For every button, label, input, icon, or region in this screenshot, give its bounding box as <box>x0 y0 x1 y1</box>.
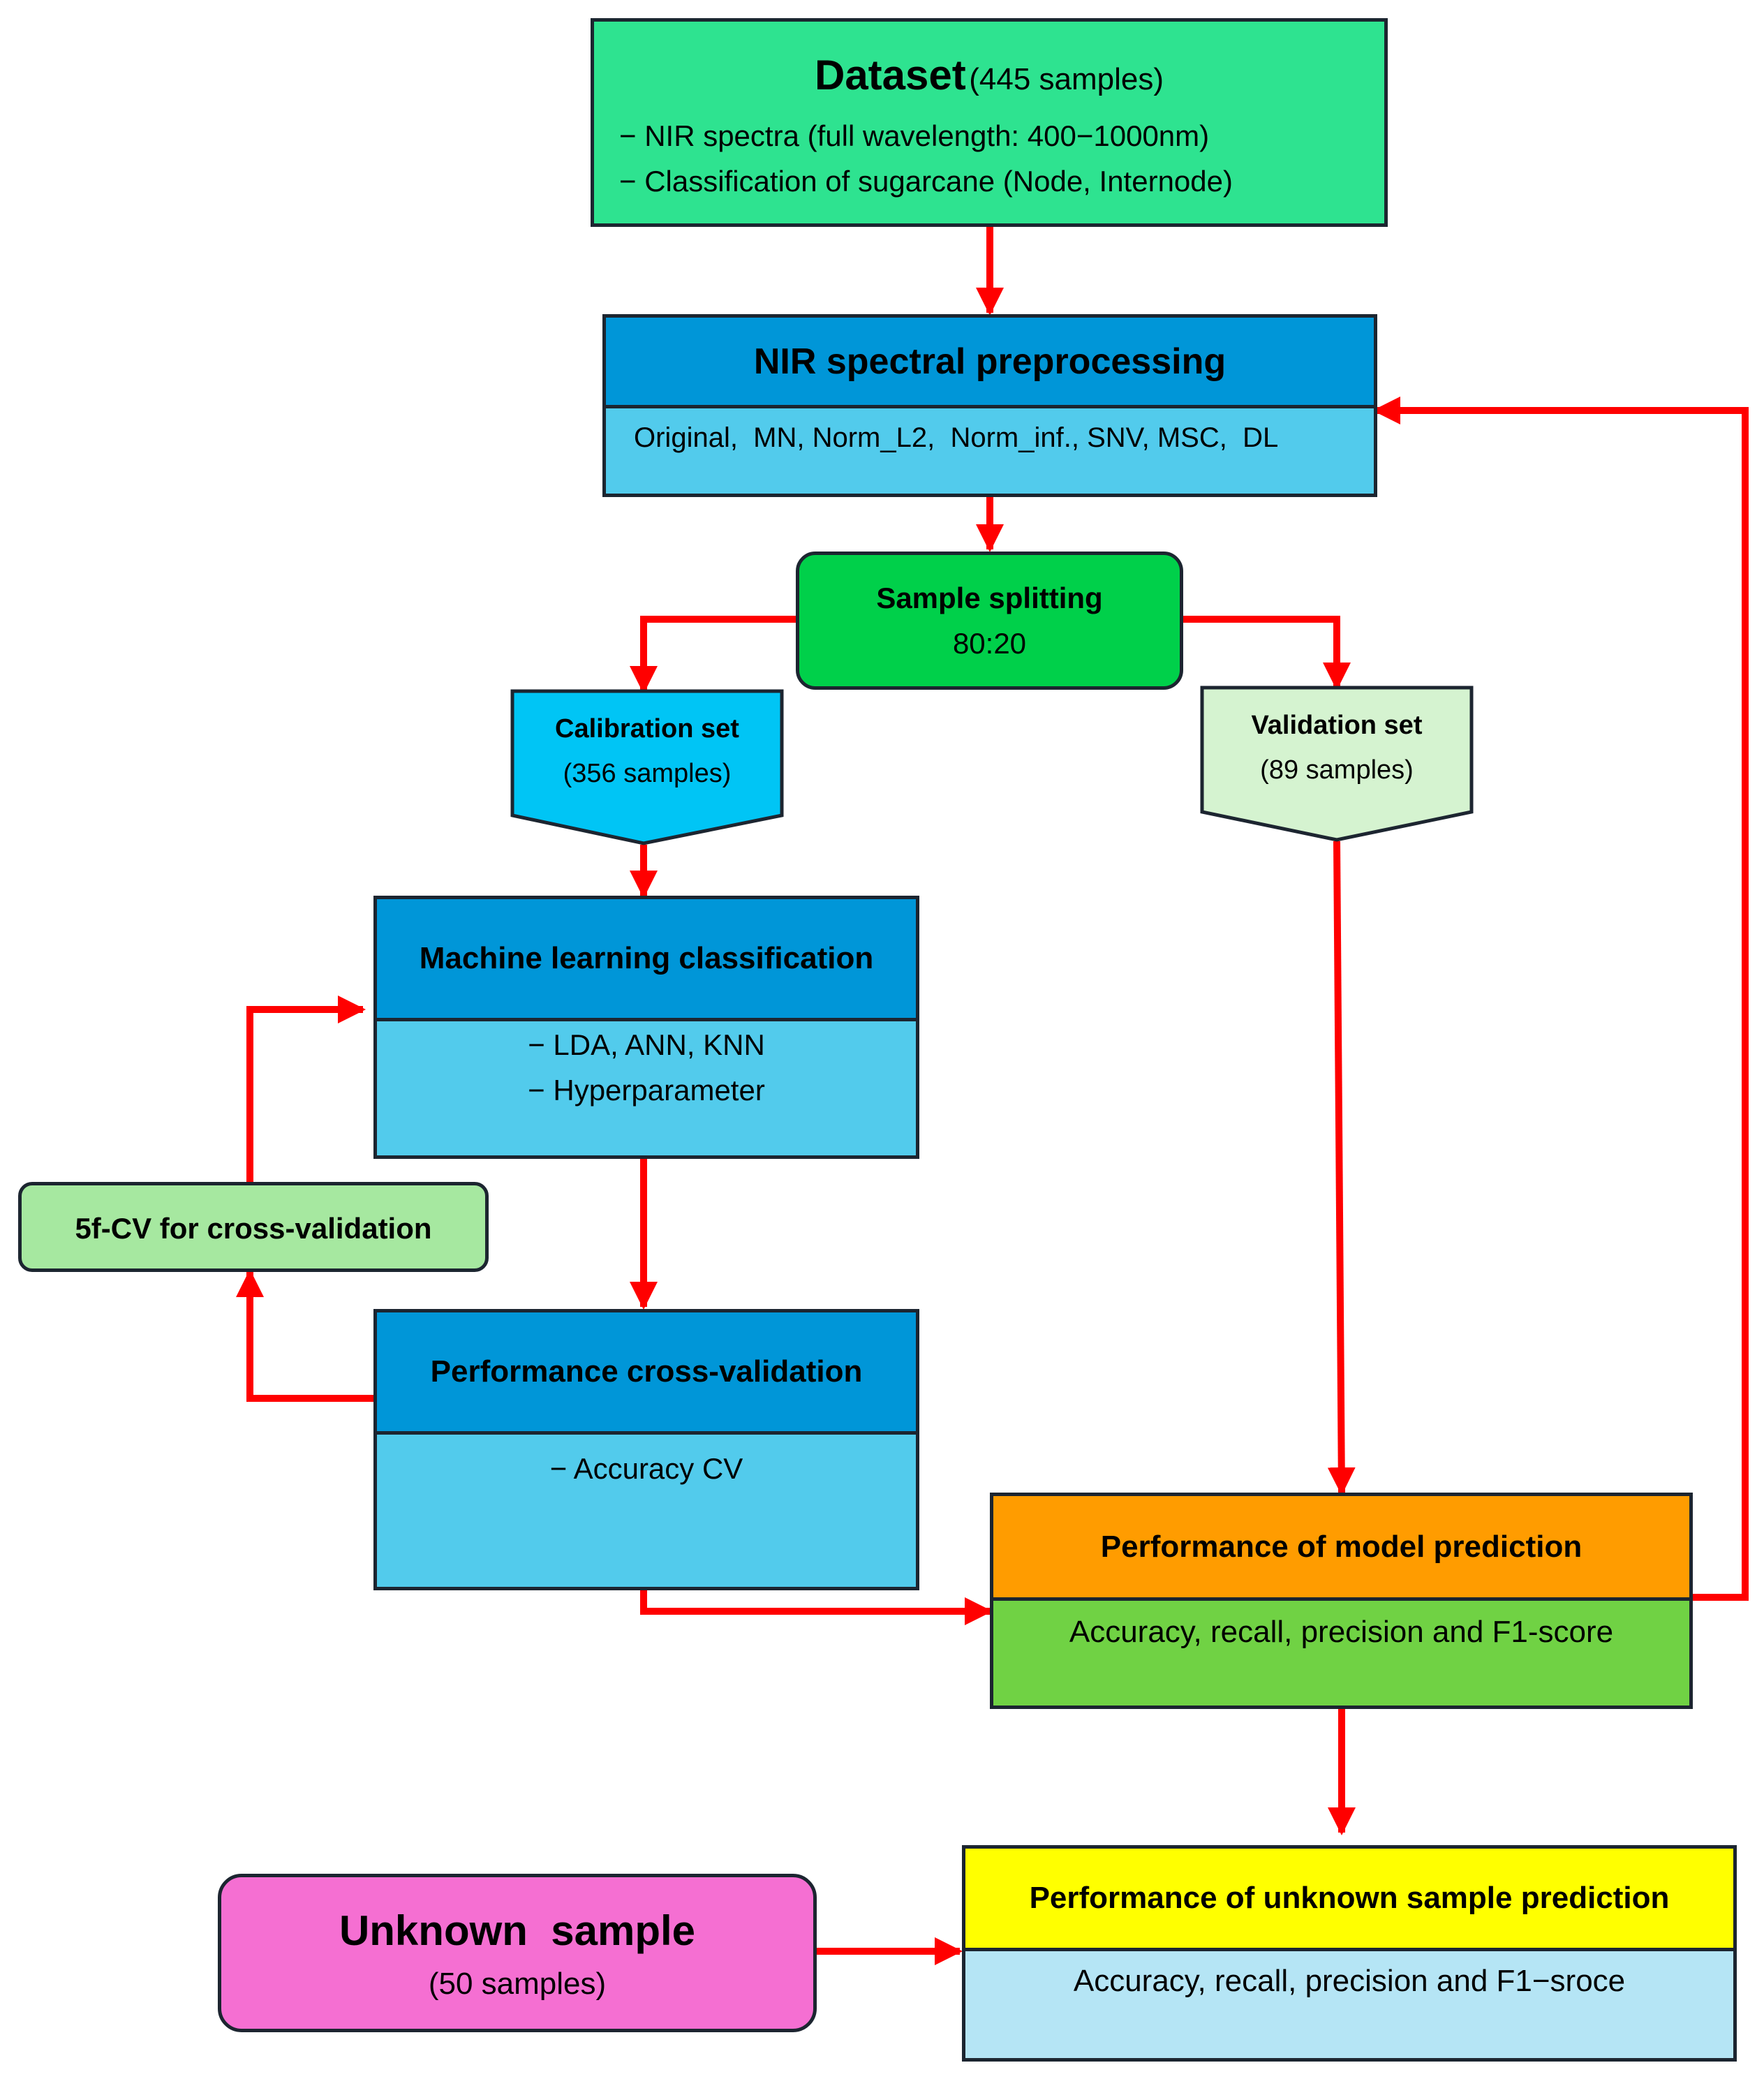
ml-line-2: − Hyperparameter <box>528 1074 765 1107</box>
dataset-line-1: − NIR spectra (full wavelength: 400−1000… <box>619 119 1210 152</box>
preprocessing-box: NIR spectral preprocessing Original, MN,… <box>602 314 1377 497</box>
calibration-set-title: Calibration set <box>555 714 739 743</box>
dataset-line-2: − Classification of sugarcane (Node, Int… <box>619 165 1233 198</box>
arrow-splitting-to-validation <box>1183 616 1351 690</box>
perf-cv-box: Performance cross-validation − Accuracy … <box>373 1309 919 1590</box>
ml-line-1: − LDA, ANN, KNN <box>528 1028 765 1061</box>
sample-splitting-box: Sample splitting 80:20 <box>796 552 1183 690</box>
arrow-perf-cv-to-model-pred <box>640 1590 993 1625</box>
cv-loop-box: 5f-CV for cross-validation <box>18 1182 489 1272</box>
dataset-title: Dataset <box>814 52 966 98</box>
unknown-sample-title: Unknown sample <box>339 1907 696 1954</box>
unknown-sample-count: (50 samples) <box>428 1967 607 2001</box>
perf-cv-title: Performance cross-validation <box>377 1312 916 1435</box>
validation-set-shape <box>1200 686 1474 842</box>
unknown-prediction-title: Performance of unknown sample prediction <box>965 1849 1733 1951</box>
ml-classification-title: Machine learning classification <box>377 899 916 1021</box>
arrow-loop-to-ml <box>246 996 366 1182</box>
calibration-set-shape <box>510 689 784 845</box>
arrow-model-pred-to-preprocessing <box>1372 397 1749 1601</box>
unknown-prediction-box: Performance of unknown sample prediction… <box>962 1845 1737 2062</box>
dataset-count: (445 samples) <box>969 62 1164 96</box>
ml-classification-box: Machine learning classification − LDA, A… <box>373 896 919 1159</box>
validation-set-title: Validation set <box>1251 711 1423 740</box>
validation-set-count: (89 samples) <box>1260 755 1414 785</box>
arrow-perf-cv-to-loop <box>236 1269 373 1402</box>
unknown-prediction-metrics: Accuracy, recall, precision and F1−sroce <box>1073 1964 1626 1998</box>
unknown-sample-box: Unknown sample (50 samples) <box>218 1874 817 2032</box>
model-prediction-box: Performance of model prediction Accuracy… <box>990 1493 1693 1709</box>
preprocessing-title: NIR spectral preprocessing <box>606 318 1374 408</box>
sample-splitting-title: Sample splitting <box>876 582 1103 614</box>
preprocessing-methods: Original, MN, Norm_L2, Norm_inf., SNV, M… <box>634 422 1279 453</box>
arrow-validation-to-model-pred <box>1327 841 1356 1495</box>
model-prediction-title: Performance of model prediction <box>993 1496 1689 1601</box>
sample-splitting-ratio: 80:20 <box>952 627 1027 660</box>
calibration-set-count: (356 samples) <box>563 759 732 788</box>
arrow-splitting-to-calibration <box>630 616 796 694</box>
perf-cv-line-1: − Accuracy CV <box>549 1452 743 1485</box>
model-prediction-metrics: Accuracy, recall, precision and F1-score <box>1069 1615 1614 1649</box>
cv-loop-label: 5f-CV for cross-validation <box>75 1212 432 1245</box>
dataset-box: Dataset (445 samples) − NIR spectra (ful… <box>591 18 1388 227</box>
dataset-heading: Dataset (445 samples) <box>594 51 1384 99</box>
